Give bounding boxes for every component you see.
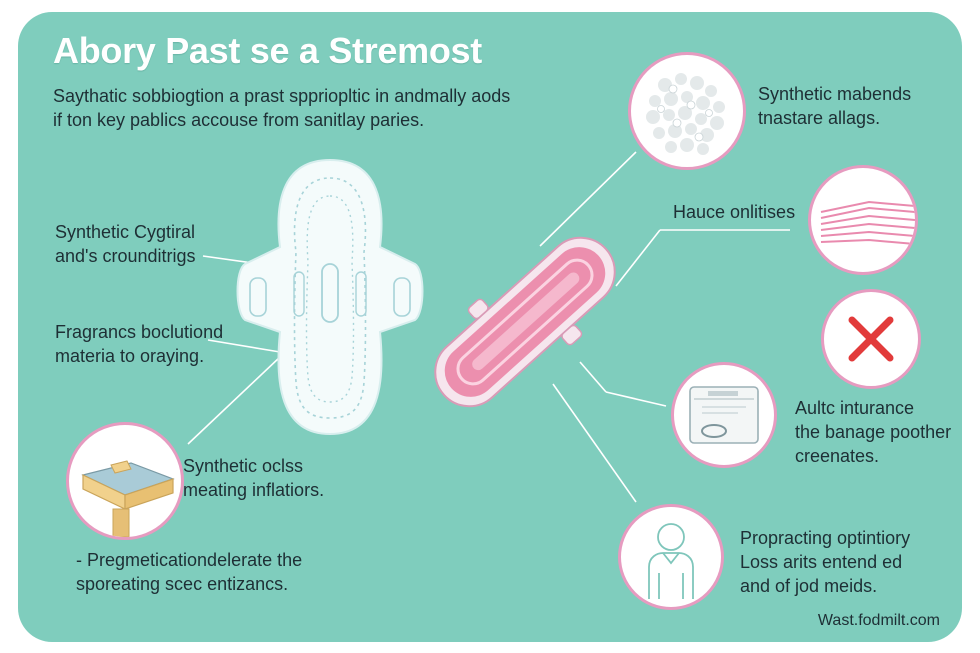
fiber-texture-icon	[628, 52, 746, 170]
label-aultc-inturance: Aultc inturance the banage poother creen…	[795, 398, 952, 466]
page-title: Abory Past se a Stremost	[53, 30, 482, 71]
cross-icon	[821, 289, 921, 389]
label-pregmetication: - Pregmeticationdelerate the sporeating …	[76, 550, 303, 594]
label-propracting: Propracting optintiory Loss arits entend…	[740, 528, 911, 596]
person-icon	[618, 504, 724, 610]
white-pad-illustration	[236, 158, 424, 436]
label-synthetic-oclss: Synthetic oclss meating inflatiors.	[183, 456, 325, 500]
package-icon	[671, 362, 777, 468]
label-synthetic-mabends: Synthetic mabends tnastare allags.	[758, 84, 912, 128]
label-hauce-onlitises: Hauce onlitises	[673, 202, 796, 222]
footer-url: Wast.fodmilt.com	[817, 612, 940, 629]
pink-pad-illustration	[434, 236, 616, 408]
intro-text: Saythatic sobbiogtion a prast spprioplti…	[53, 86, 511, 130]
infographic-card: Abory Past se a Stremost Saythatic sobbi…	[18, 12, 962, 642]
heating-block-icon	[66, 422, 184, 540]
connector-lines	[187, 151, 790, 503]
layers-icon	[808, 165, 918, 275]
label-synthetic-cygtiral: Synthetic Cygtiral and's crounditrigs	[55, 222, 196, 266]
label-fragrancs: Fragrancs boclutiond materia to oraying.	[55, 322, 224, 366]
